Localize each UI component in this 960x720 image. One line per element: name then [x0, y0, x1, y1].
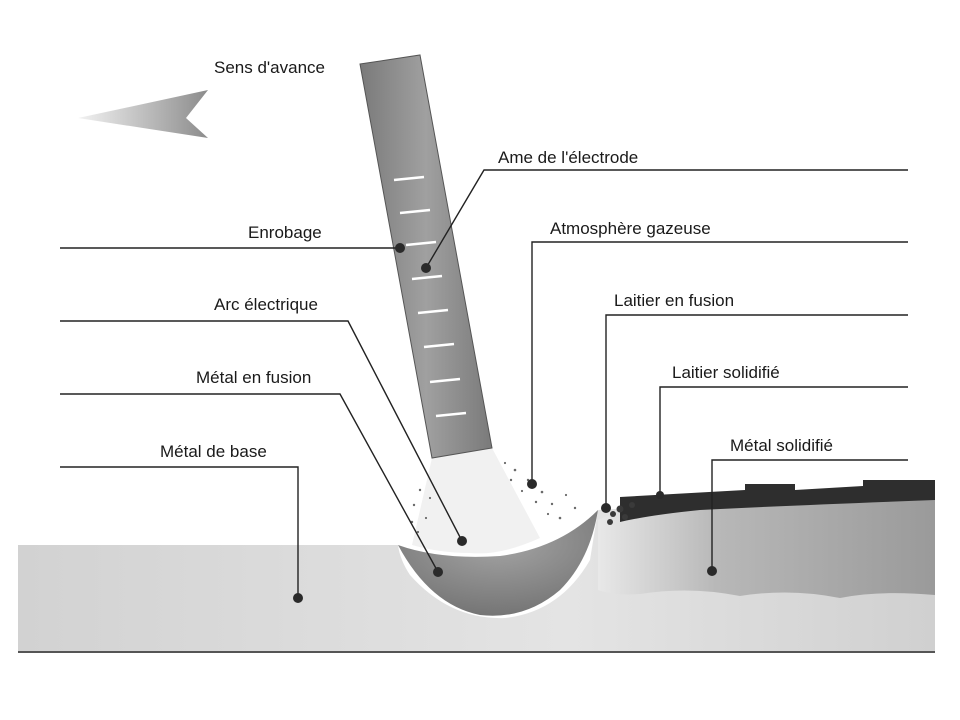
dot-enrobage — [395, 243, 405, 253]
solidified-weld — [598, 492, 935, 598]
leader-ame-electrode — [425, 169, 908, 269]
dot-laitier-fusion — [601, 503, 611, 513]
dot-ame-electrode — [421, 263, 431, 273]
dot-metal-de-base — [293, 593, 303, 603]
label-enrobage: Enrobage — [248, 223, 322, 242]
leaders-left — [60, 247, 463, 598]
leader-metal-solidifie — [711, 459, 908, 571]
label-metal-en-fusion: Métal en fusion — [196, 368, 311, 387]
label-laitier-en-fusion: Laitier en fusion — [614, 291, 734, 310]
arc-column — [412, 448, 540, 554]
leader-laitier-fusion — [605, 314, 908, 508]
leader-laitier-solidifie — [659, 386, 908, 495]
leader-atmosphere — [531, 241, 908, 484]
dot-laitier-solidifie — [656, 491, 664, 499]
label-ame-electrode: Ame de l'électrode — [498, 148, 638, 167]
label-atmosphere-gazeuse: Atmosphère gazeuse — [550, 219, 711, 238]
molten-pool — [398, 510, 598, 616]
electrode-core — [393, 175, 467, 418]
label-sens-avance: Sens d'avance — [214, 58, 325, 77]
leaders-right — [425, 169, 908, 571]
electrode — [359, 54, 493, 459]
electrode-coating — [359, 54, 493, 459]
solidified-slag — [620, 480, 935, 522]
label-laitier-solidifie: Laitier solidifié — [672, 363, 780, 382]
leader-dots — [293, 243, 717, 603]
label-metal-solidifie: Métal solidifié — [730, 436, 833, 455]
label-arc-electrique: Arc électrique — [214, 295, 318, 314]
dot-atmosphere — [527, 479, 537, 489]
leader-metal-en-fusion — [60, 393, 439, 573]
dot-metal-solidifie — [707, 566, 717, 576]
label-metal-de-base: Métal de base — [160, 442, 267, 461]
leader-arc-electrique — [60, 320, 463, 542]
gas-atmosphere-specks — [410, 461, 577, 534]
dot-metal-en-fusion — [433, 567, 443, 577]
leader-metal-de-base — [60, 466, 299, 598]
dot-arc-electrique — [457, 536, 467, 546]
direction-arrow-icon — [78, 90, 208, 138]
